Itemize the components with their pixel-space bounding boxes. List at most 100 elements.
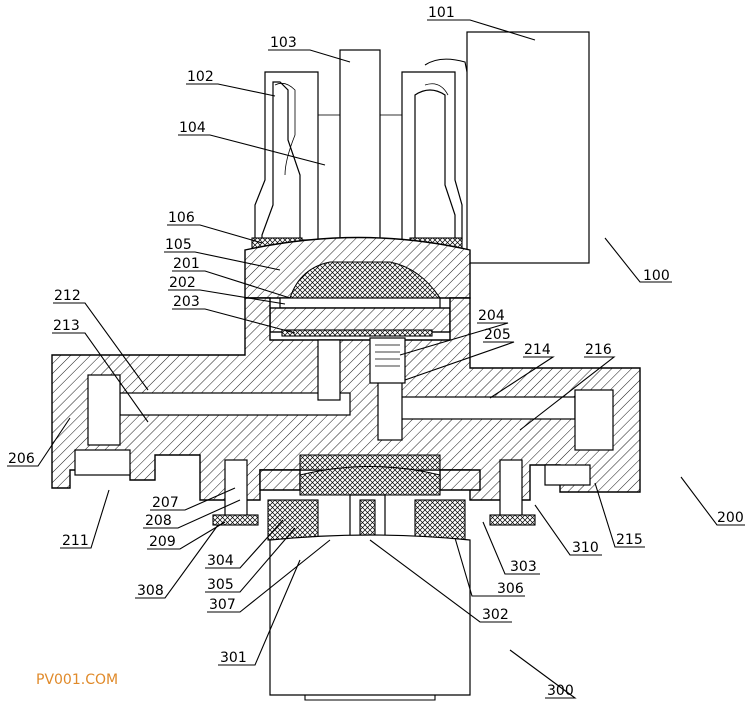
part-203-holder	[269, 307, 451, 333]
leader-204	[399, 322, 509, 356]
valve-body-200	[51, 297, 641, 526]
label-104: 104	[179, 120, 206, 136]
leader-104	[178, 134, 326, 166]
leader-211	[60, 489, 110, 549]
leader-213	[52, 332, 149, 423]
label-203: 203	[173, 294, 200, 310]
leader-209	[147, 521, 226, 550]
label-215: 215	[616, 532, 643, 548]
part-310-nut	[489, 514, 536, 526]
label-216: 216	[585, 342, 612, 358]
label-307: 307	[209, 597, 236, 613]
label-213: 213	[53, 318, 80, 334]
port-216	[544, 464, 591, 486]
part-305-coil-left	[267, 499, 319, 541]
leader-203	[172, 308, 296, 334]
label-100: 100	[643, 268, 670, 284]
label-214: 214	[524, 342, 551, 358]
label-308: 308	[137, 583, 164, 599]
part-301-motor	[269, 534, 471, 696]
label-304: 304	[207, 553, 234, 569]
part-306-disc	[299, 465, 441, 496]
leader-103	[268, 49, 351, 63]
part-310-bolt	[499, 459, 523, 521]
part-103-column	[339, 49, 381, 246]
leader-308	[135, 524, 219, 599]
part-labels: 101 103 102 104 106 105 201 202 203 212 …	[8, 5, 744, 699]
label-208: 208	[145, 513, 172, 529]
leader-306	[454, 537, 525, 597]
label-303: 303	[510, 559, 537, 575]
label-205: 205	[484, 327, 511, 343]
leader-215	[594, 482, 645, 548]
leader-106	[167, 224, 263, 244]
part-304-ring-left	[259, 469, 301, 491]
leader-208	[143, 499, 241, 529]
right-tube-inner-line	[424, 83, 449, 96]
leader-205	[404, 341, 515, 381]
leader-302	[369, 539, 512, 623]
part-203-gasket	[281, 329, 433, 337]
watermark-text: PV001.COM	[36, 672, 118, 688]
part-303-ring-right	[439, 469, 481, 491]
part-102-inner-line	[274, 82, 296, 176]
label-209: 209	[149, 534, 176, 550]
leader-310	[534, 504, 602, 556]
channel-vertical	[317, 339, 341, 401]
label-212: 212	[54, 288, 81, 304]
channel-212	[119, 392, 351, 416]
leader-212	[53, 302, 149, 391]
label-310: 310	[572, 540, 599, 556]
label-206: 206	[8, 451, 35, 467]
leader-206	[7, 417, 71, 467]
part-202-plate	[279, 297, 441, 309]
upper-assembly-100	[244, 31, 590, 337]
label-204: 204	[478, 308, 505, 324]
leader-102	[186, 83, 276, 97]
part-308-nut	[212, 514, 259, 526]
leader-214	[489, 356, 555, 399]
leader-300	[509, 649, 577, 699]
label-302: 302	[482, 607, 509, 623]
leader-100	[604, 237, 672, 283]
part-104-core	[317, 114, 341, 241]
part-104-core-right	[379, 114, 403, 241]
part-302-core	[359, 499, 376, 539]
lower-assembly-300	[259, 465, 481, 701]
leader-lines	[7, 19, 745, 699]
leader-307	[207, 539, 331, 613]
label-200: 200	[717, 510, 744, 526]
leader-216	[519, 356, 616, 431]
leader-101	[427, 19, 536, 41]
label-103: 103	[270, 35, 297, 51]
part-102-right-tube	[401, 71, 463, 241]
part-306-coil-right	[414, 499, 466, 541]
leader-304	[205, 519, 284, 569]
leader-202	[168, 289, 286, 305]
label-300: 300	[547, 683, 574, 699]
port-211	[74, 449, 131, 476]
port-215	[574, 389, 614, 451]
part-209-bolt	[224, 459, 248, 521]
label-305: 305	[207, 577, 234, 593]
leader-200	[680, 476, 745, 526]
part-204-stem	[369, 337, 406, 384]
right-tube-top-cap	[424, 58, 468, 73]
part-205-spring	[375, 344, 400, 367]
leader-303	[482, 521, 540, 575]
label-301: 301	[220, 650, 247, 666]
label-202: 202	[169, 275, 196, 291]
leader-207	[150, 487, 236, 511]
motor-bottom	[304, 695, 436, 701]
leader-305	[205, 527, 296, 593]
leader-301	[218, 559, 301, 666]
leader-201	[172, 270, 291, 299]
part-102-left-tube	[254, 71, 319, 241]
port-206	[87, 374, 121, 446]
label-201: 201	[173, 256, 200, 272]
leader-105	[164, 251, 281, 271]
label-101: 101	[428, 5, 455, 21]
label-106: 106	[168, 210, 195, 226]
part-201-membrane	[289, 261, 442, 299]
